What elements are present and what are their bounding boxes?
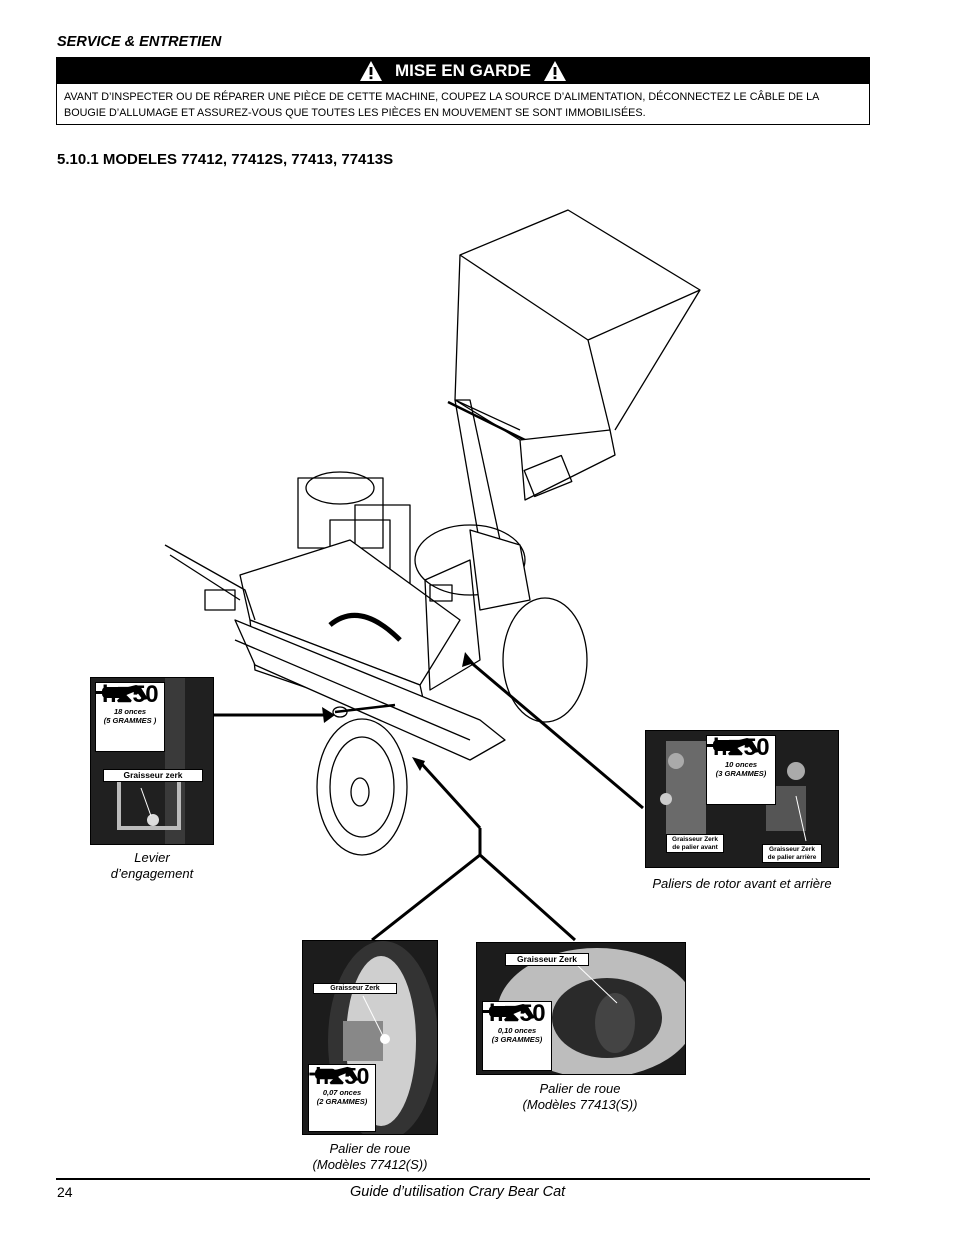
warning-triangle-icon xyxy=(359,61,382,81)
photo-engagement-lever: h⧗50 18 onces (5 GRAMMES ) Graisseur zer… xyxy=(90,677,214,845)
caption-wheel77412-line2: (Modèles 77412(S)) xyxy=(312,1157,428,1172)
warning-triangle-icon xyxy=(544,61,567,81)
photo-rotor-bearings: h⧗50 10 onces (3 GRAMMES) Graisseur Zerk… xyxy=(645,730,839,868)
grease-gun-icon xyxy=(483,1004,535,1019)
zerk-label-front-bearing: Graisseur Zerk de palier avant xyxy=(666,834,724,853)
grease-amount: 0,07 onces xyxy=(322,1088,362,1097)
grease-card-lever: h⧗50 18 onces (5 GRAMMES ) xyxy=(95,682,165,752)
page-number: 24 xyxy=(57,1184,73,1200)
grease-gun-icon xyxy=(707,738,759,753)
caption-wheel-77412: Palier de roue (Modèles 77412(S)) xyxy=(290,1141,450,1173)
caption-rotor: Paliers de rotor avant et arrière xyxy=(652,876,832,891)
grease-grams: (3 GRAMMES) xyxy=(491,1035,543,1044)
caption-wheel77413-line2: (Modèles 77413(S)) xyxy=(522,1097,638,1112)
section-header: SERVICE & ENTRETIEN xyxy=(57,34,222,50)
zerk-label-wheel-77412: Graisseur Zerk xyxy=(313,983,397,994)
caption-wheel-77413: Palier de roue (Modèles 77413(S)) xyxy=(490,1081,670,1113)
grease-amount: 10 onces xyxy=(724,760,758,769)
warning-text: AVANT D’INSPECTER OU DE RÉPARER UNE PIÈC… xyxy=(64,91,819,119)
grease-grams: (5 GRAMMES ) xyxy=(103,716,157,725)
grease-grams: (3 GRAMMES) xyxy=(715,769,767,778)
caption-lever-line1: Levier xyxy=(134,850,170,865)
footer-rule xyxy=(56,1178,870,1180)
photo-wheel-77413: Graisseur Zerk h⧗50 0,10 onces (3 GRAMME… xyxy=(476,942,686,1075)
grease-amount: 18 onces xyxy=(113,707,147,716)
zerk-label-wheel-77413: Graisseur Zerk xyxy=(505,953,589,966)
grease-grams: (2 GRAMMES) xyxy=(316,1097,368,1106)
zerk-rear-line2: de palier arrière xyxy=(767,853,817,861)
caption-lever: Levier d’engagement xyxy=(90,850,214,882)
footer-title: Guide d’utilisation Crary Bear Cat xyxy=(350,1184,566,1200)
warning-header: MISE EN GARDE xyxy=(57,58,869,84)
grease-amount: 0,10 onces xyxy=(497,1026,537,1035)
grease-card-wheel-77413: h⧗50 0,10 onces (3 GRAMMES) xyxy=(482,1001,552,1071)
caption-wheel77412-line1: Palier de roue xyxy=(329,1141,411,1156)
photo-wheel-77412: Graisseur Zerk h⧗50 0,07 onces (2 GRAMME… xyxy=(302,940,438,1135)
zerk-label-lever: Graisseur zerk xyxy=(103,769,203,782)
warning-title: MISE EN GARDE xyxy=(394,61,532,80)
zerk-front-line1: Graisseur Zerk xyxy=(672,836,718,843)
zerk-rear-line1: Graisseur Zerk xyxy=(769,846,815,853)
grease-gun-icon xyxy=(96,685,148,700)
warning-box: MISE EN GARDE AVANT D’INSPECTER OU DE RÉ… xyxy=(56,57,870,125)
grease-card-rotor: h⧗50 10 onces (3 GRAMMES) xyxy=(706,735,776,805)
zerk-front-line2: de palier avant xyxy=(672,843,718,851)
grease-card-wheel-77412: h⧗50 0,07 onces (2 GRAMMES) xyxy=(308,1064,376,1132)
grease-gun-icon xyxy=(309,1066,359,1082)
caption-wheel77413-line1: Palier de roue xyxy=(539,1081,621,1096)
zerk-label-rear-bearing: Graisseur Zerk de palier arrière xyxy=(762,844,822,863)
caption-lever-line2: d’engagement xyxy=(110,866,194,881)
subsection-title: 5.10.1 MODELES 77412, 77412S, 77413, 774… xyxy=(57,151,394,168)
